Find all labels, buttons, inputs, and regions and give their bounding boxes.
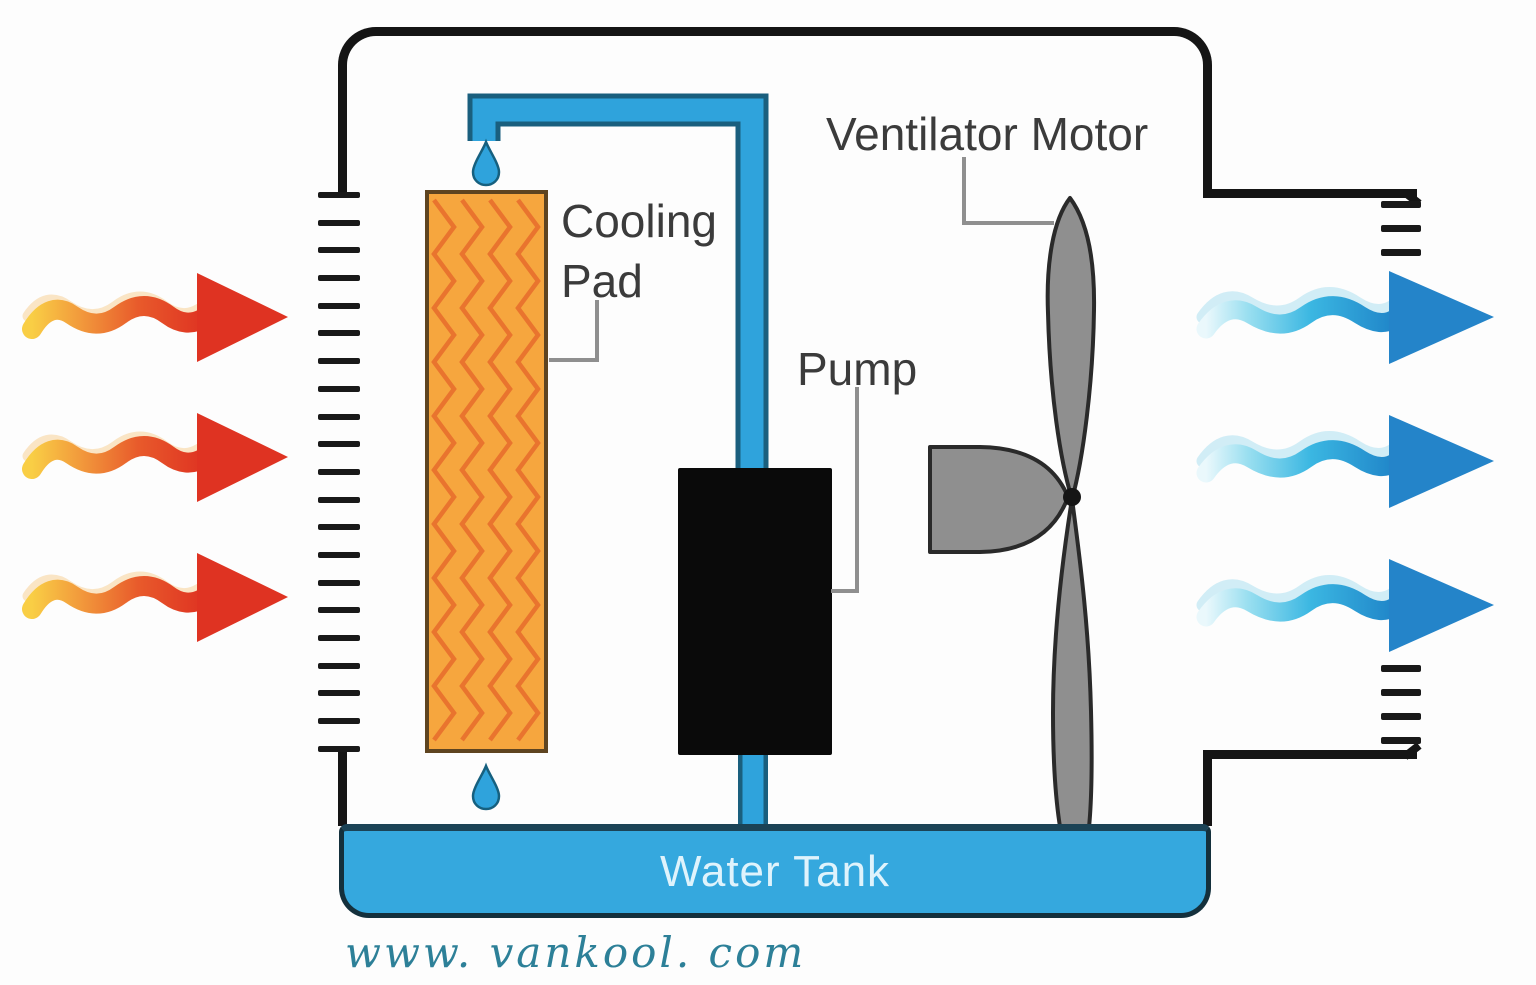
louver-dash [318, 524, 360, 531]
cooling-pad-leader-horizontal [549, 358, 599, 362]
hot-air-arrow-2 [20, 405, 292, 509]
cooling-pad-label-line1: Cooling [561, 195, 717, 247]
cooling-pad-label-line2: Pad [561, 255, 643, 307]
louver-dash [318, 579, 360, 586]
louver-dash [318, 551, 360, 558]
exhaust-top-plate [1203, 189, 1417, 198]
pump-leader-horizontal [831, 589, 859, 593]
louver-dash [318, 302, 360, 309]
louver-dash [318, 247, 360, 254]
cool-air-arrow-3 [1198, 553, 1503, 658]
louver-dash [318, 219, 360, 226]
hot-air-arrow-1 [20, 265, 292, 369]
ventilator-fan-icon [928, 196, 1097, 881]
louver-dash [318, 607, 360, 614]
hot-air-arrow-3 [20, 545, 292, 649]
cooling-pad [425, 190, 548, 753]
pump-leader-vertical [855, 387, 859, 593]
pump-label: Pump [797, 343, 918, 395]
exhaust-bottom-plate [1203, 750, 1417, 759]
pad-zigzag-line [515, 198, 541, 742]
louver-dash [1381, 201, 1421, 208]
cabinet-left-wall-lower [338, 750, 347, 826]
louver-dash [318, 358, 360, 365]
louver-dash [318, 745, 360, 752]
louver-dash [1381, 737, 1421, 744]
louver-dash [318, 413, 360, 420]
water-drop-top-icon [471, 138, 501, 187]
cooling-pad-zigzag-pattern [431, 198, 541, 742]
louver-dash [318, 718, 360, 725]
louver-dash [318, 496, 360, 503]
louver-dash [318, 275, 360, 282]
pad-zigzag-line [459, 198, 485, 742]
exhaust-louvers-top [1381, 201, 1421, 256]
louver-dash [318, 192, 360, 198]
louver-dash [1381, 689, 1421, 696]
cooling-pad-leader-vertical [595, 300, 599, 360]
louver-dash [1381, 249, 1421, 256]
intake-louvers [318, 192, 360, 752]
fan-motor-hub [928, 445, 1070, 554]
louver-dash [318, 330, 360, 337]
louver-dash [318, 662, 360, 669]
louver-dash [318, 635, 360, 641]
louver-dash [1381, 665, 1421, 672]
louver-dash [1381, 225, 1421, 232]
pump [678, 468, 832, 755]
ventilator-leader-vertical [962, 157, 966, 225]
louver-dash [318, 385, 360, 392]
fan-blade-top [1045, 196, 1097, 501]
water-drop-bottom-icon [471, 762, 501, 811]
louver-dash [318, 468, 360, 475]
cool-air-arrow-1 [1198, 265, 1503, 370]
cabinet-right-wall-lower [1203, 750, 1212, 826]
louver-dash [318, 690, 360, 697]
fan-blade-bottom [1051, 497, 1094, 881]
cooling-pad-label: Cooling Pad [561, 191, 717, 311]
cool-air-arrow-2 [1198, 409, 1503, 514]
website-watermark: www. vankool. com [345, 928, 807, 977]
ventilator-motor-label: Ventilator Motor [826, 108, 1149, 160]
pad-zigzag-line [431, 198, 457, 742]
louver-dash [318, 441, 360, 448]
fan-axle-dot [1063, 488, 1081, 506]
cabinet-outline [338, 27, 1212, 198]
water-tank: Water Tank [339, 824, 1211, 918]
water-tank-label: Water Tank [659, 847, 891, 896]
pad-zigzag-line [487, 198, 513, 742]
exhaust-louvers-bottom [1381, 665, 1421, 744]
ventilator-leader-horizontal [962, 221, 1054, 225]
louver-dash [1381, 713, 1421, 720]
